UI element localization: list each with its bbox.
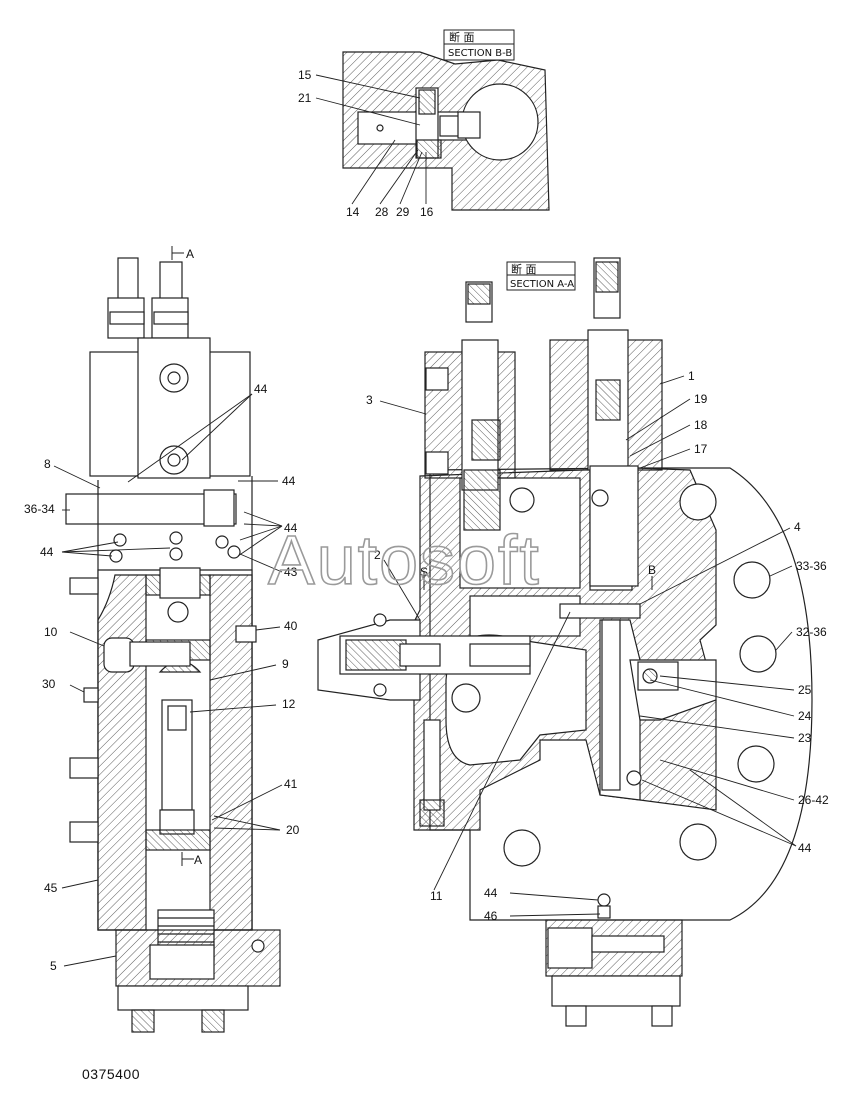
callout-4: 4 — [794, 520, 801, 534]
callout-15: 15 — [298, 68, 312, 82]
section-bb-title: 断 面 SECTION B-B — [443, 29, 515, 61]
callout-23: 23 — [798, 731, 812, 745]
callout-11: 11 — [430, 889, 443, 903]
section-bb-leaders — [315, 74, 427, 205]
callout-14: 14 — [346, 205, 360, 219]
callout-46: 46 — [484, 909, 498, 923]
callout-5: 5 — [50, 959, 57, 973]
callout-43: 43 — [284, 565, 298, 579]
callout-17: 17 — [694, 442, 708, 456]
callout-2: 2 — [374, 548, 381, 562]
left-view-cut-marks — [171, 246, 194, 866]
cut-marker-a-top: A — [186, 247, 194, 261]
callout-44-band: 44 — [282, 474, 296, 488]
section-aa-kanji: 断 面 — [511, 262, 537, 276]
callout-18: 18 — [694, 418, 708, 432]
callout-26-42: 26-42 — [798, 793, 829, 807]
callout-1: 1 — [688, 369, 695, 383]
section-aa-label: SECTION A-A — [510, 279, 574, 290]
section-aa-cut-marks — [423, 572, 653, 590]
cut-marker-s: S — [420, 565, 428, 579]
callout-44-top: 44 — [254, 382, 268, 396]
section-aa-view — [317, 257, 813, 1027]
callout-21: 21 — [298, 91, 312, 105]
callout-20: 20 — [286, 823, 300, 837]
callout-8: 8 — [44, 457, 51, 471]
callout-12: 12 — [282, 697, 296, 711]
callout-24: 24 — [798, 709, 812, 723]
callout-44-right: 44 — [284, 521, 298, 535]
callout-45: 45 — [44, 881, 58, 895]
callout-16: 16 — [420, 205, 434, 219]
callout-40: 40 — [284, 619, 298, 633]
section-aa-leaders — [379, 375, 797, 917]
section-bb-label: SECTION B-B — [448, 48, 512, 59]
left-view-leaders — [53, 393, 283, 967]
callout-36-34: 36-34 — [24, 502, 55, 516]
callout-30: 30 — [42, 677, 56, 691]
section-aa-title: 断 面 SECTION A-A — [506, 261, 576, 291]
callout-33-36: 33-36 — [796, 559, 827, 573]
callout-44-left: 44 — [40, 545, 54, 559]
section-bb-kanji: 断 面 — [449, 30, 475, 44]
callout-19: 19 — [694, 392, 708, 406]
callout-32-36: 32-36 — [796, 625, 827, 639]
callout-25: 25 — [798, 683, 812, 697]
callout-10: 10 — [44, 625, 58, 639]
callout-41: 41 — [284, 777, 298, 791]
left-valve-view — [65, 257, 281, 1033]
cut-marker-b: B — [648, 563, 656, 577]
watermark: Autosoft — [268, 521, 541, 599]
callout-3: 3 — [366, 393, 373, 407]
callout-29: 29 — [396, 205, 410, 219]
callout-44-flange: 44 — [798, 841, 812, 855]
callout-44-bottom: 44 — [484, 886, 498, 900]
callout-28: 28 — [375, 205, 389, 219]
document-number: 0375400 — [82, 1066, 141, 1082]
section-bb-view — [342, 51, 550, 211]
cut-marker-a-bottom: A — [194, 853, 202, 867]
callout-9: 9 — [282, 657, 289, 671]
